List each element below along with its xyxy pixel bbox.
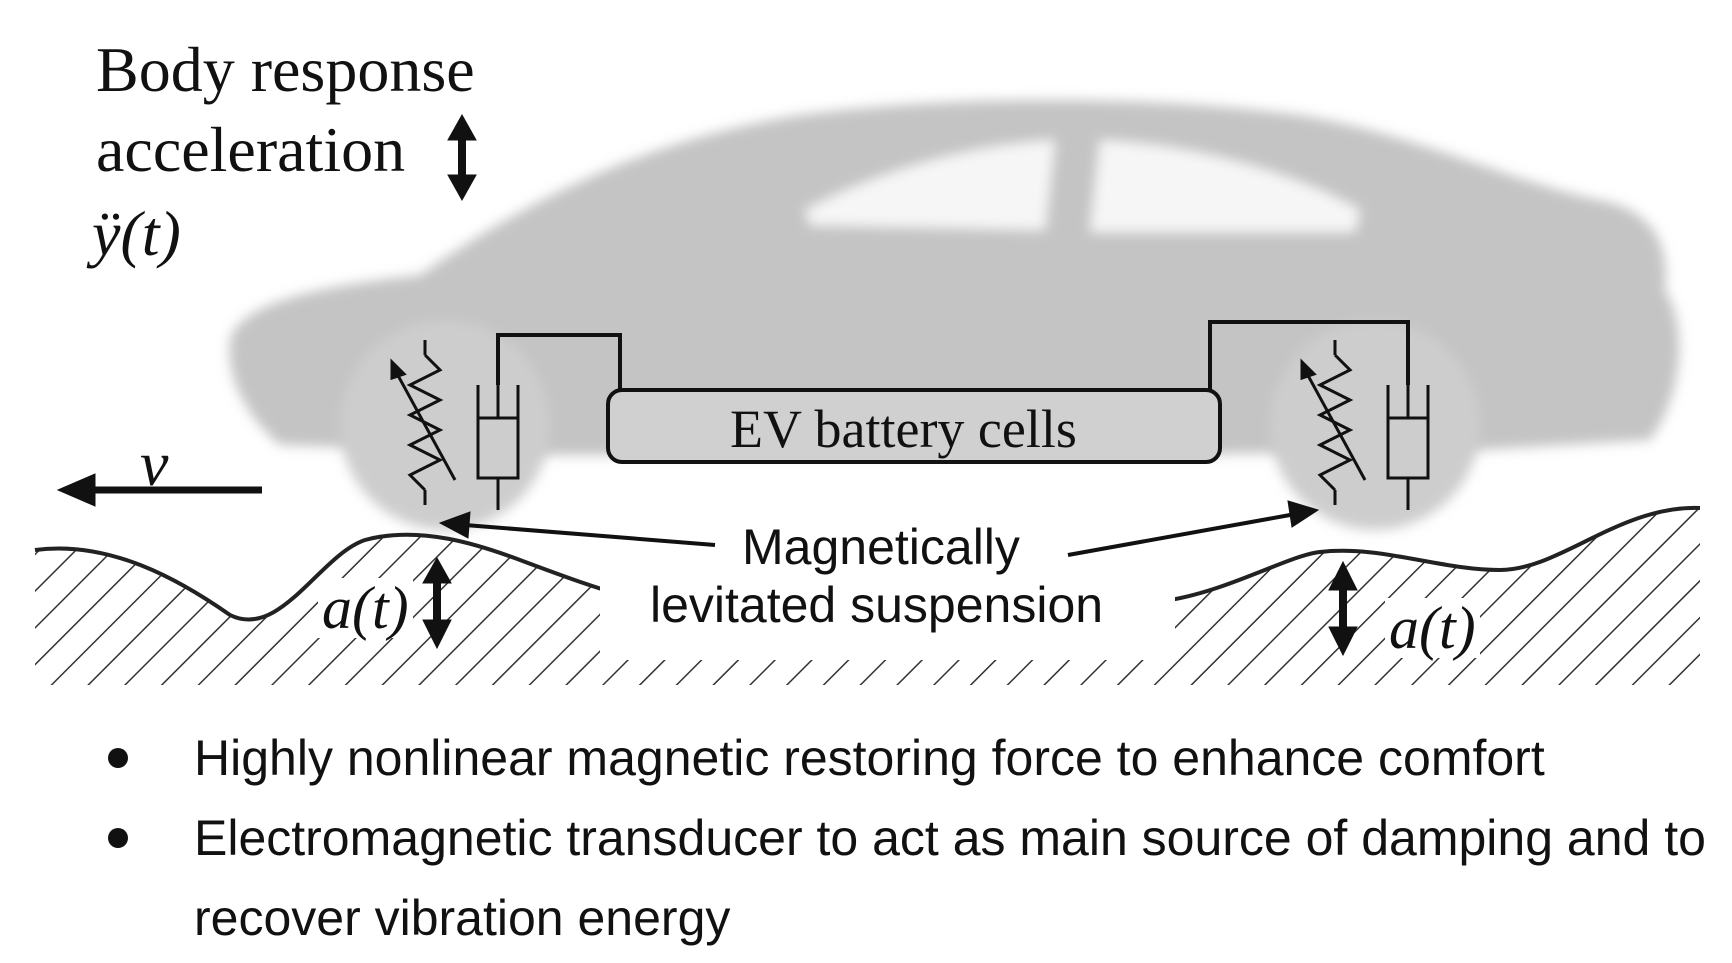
bullet-item: Electromagnetic transducer to act as mai… <box>108 798 1708 958</box>
velocity-label: v <box>140 428 169 499</box>
body-response-label-line2: acceleration <box>96 114 406 185</box>
damper-icon <box>476 340 520 510</box>
rear-wheel <box>1270 320 1480 530</box>
double-arrow-icon <box>422 556 452 650</box>
road-input-right-label: a(t) <box>1385 598 1480 658</box>
velocity-arrow <box>56 473 262 507</box>
feature-bullet-list: Highly nonlinear magnetic restoring forc… <box>108 718 1708 958</box>
bullet-dot <box>108 748 128 768</box>
bullet-item: Highly nonlinear magnetic restoring forc… <box>108 718 1708 798</box>
variable-spring-icon <box>390 340 457 505</box>
variable-spring-icon <box>1300 340 1367 505</box>
suspension-pointer-arrows <box>438 500 1320 557</box>
suspension-label-line2: levitated suspension <box>650 577 1104 633</box>
body-response-symbol: ÿ(t) <box>92 198 181 269</box>
bullet-dot <box>108 828 128 848</box>
road-input-left-label: a(t) <box>318 578 413 638</box>
double-arrow-icon <box>1328 560 1358 657</box>
bullet-text: Electromagnetic transducer to act as mai… <box>194 810 1706 946</box>
double-arrow-icon <box>447 113 477 202</box>
damper-icon <box>1386 340 1430 510</box>
body-response-label-line1: Body response <box>96 34 475 105</box>
suspension-label-line1: Magnetically <box>742 519 1020 575</box>
battery-label: EV battery cells <box>730 399 1077 459</box>
bullet-text: Highly nonlinear magnetic restoring forc… <box>194 730 1545 786</box>
battery-box <box>606 388 1222 464</box>
